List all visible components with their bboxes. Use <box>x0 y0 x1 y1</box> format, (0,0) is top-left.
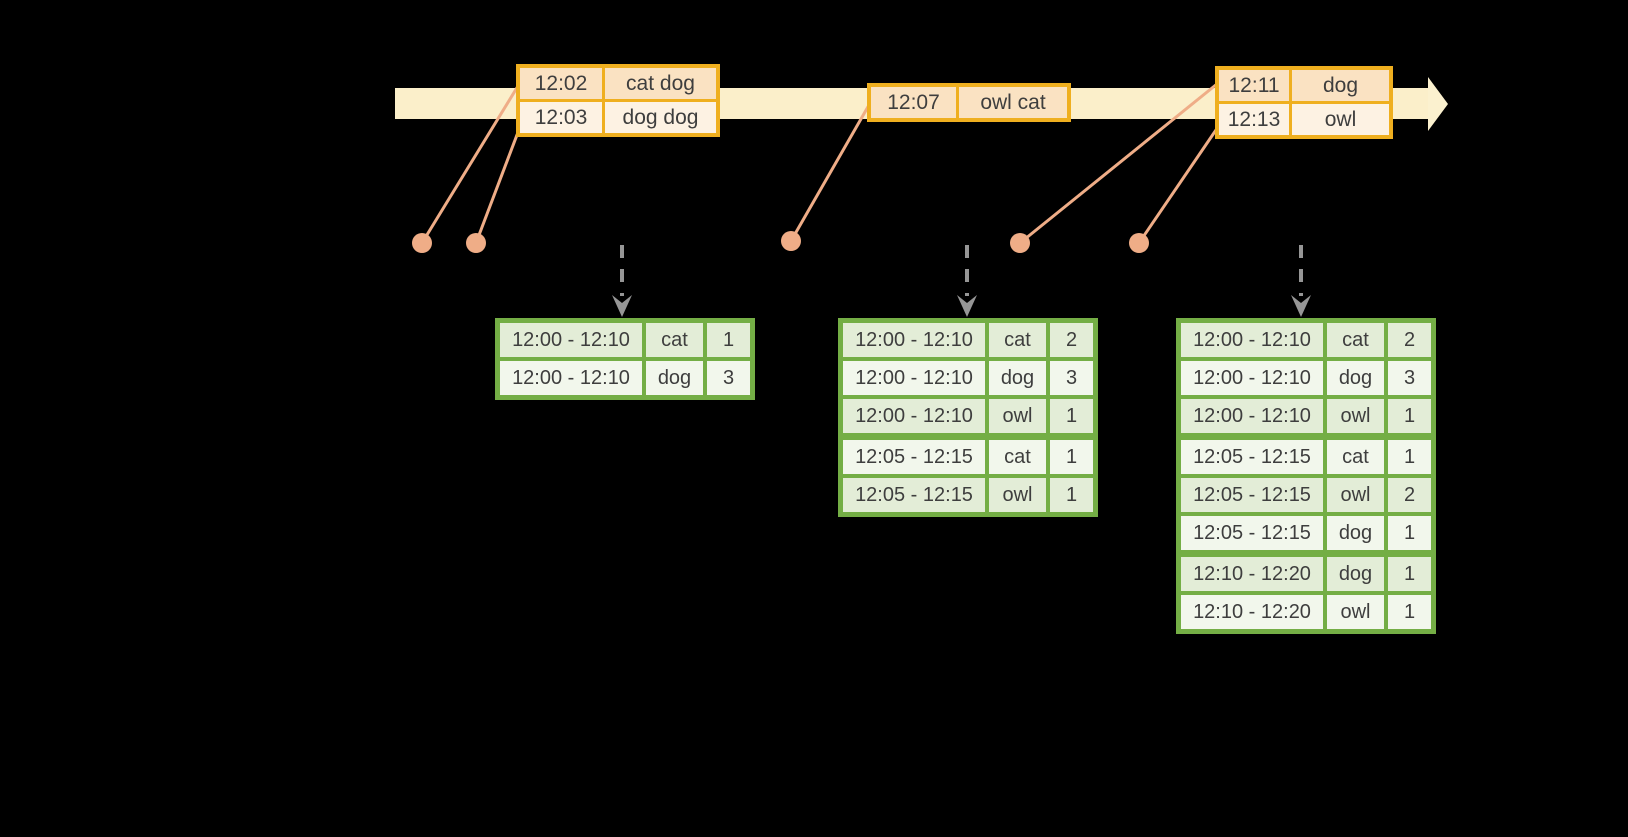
connector-lines <box>420 82 1220 245</box>
word-cell: dog <box>1327 516 1384 550</box>
count-cell: 1 <box>1050 399 1093 433</box>
count-cell: 1 <box>1388 399 1431 433</box>
event-dot-1 <box>412 233 432 253</box>
window-cell: 12:10 - 12:20 <box>1181 595 1323 629</box>
word-cell: dog <box>1327 557 1384 591</box>
event-time-cell: 12:07 <box>871 87 956 118</box>
event-dot-2 <box>466 233 486 253</box>
word-cell: dog <box>989 361 1046 395</box>
window-cell: 12:00 - 12:10 <box>500 323 642 357</box>
result-row: 12:05 - 12:15 cat 1 <box>1181 440 1431 474</box>
window-cell: 12:10 - 12:20 <box>1181 557 1323 591</box>
count-cell: 3 <box>1050 361 1093 395</box>
event-table-3: 12:11 dog 12:13 owl <box>1215 66 1393 139</box>
window-cell: 12:05 - 12:15 <box>1181 478 1323 512</box>
word-cell: owl <box>989 478 1046 512</box>
trigger-arrows <box>620 245 1303 296</box>
word-cell: cat <box>1327 323 1384 357</box>
event-table-1: 12:02 cat dog 12:03 dog dog <box>516 64 720 137</box>
result-row: 12:00 - 12:10 owl 1 <box>843 399 1093 433</box>
event-time-cell: 12:03 <box>520 102 602 133</box>
result-row: 12:00 - 12:10 cat 2 <box>1181 323 1431 357</box>
word-cell: owl <box>1327 478 1384 512</box>
window-cell: 12:05 - 12:15 <box>1181 516 1323 550</box>
count-cell: 2 <box>1388 323 1431 357</box>
count-cell: 1 <box>707 323 750 357</box>
window-cell: 12:00 - 12:10 <box>843 323 985 357</box>
event-words-cell: cat dog <box>605 68 716 99</box>
result-row: 12:10 - 12:20 owl 1 <box>1181 595 1431 629</box>
word-cell: cat <box>1327 440 1384 474</box>
result-row: 12:05 - 12:15 cat 1 <box>843 440 1093 474</box>
result-table-1: 12:00 - 12:10 cat 1 12:00 - 12:10 dog 3 <box>495 318 755 400</box>
event-words-cell: dog dog <box>605 102 716 133</box>
window-cell: 12:00 - 12:10 <box>500 361 642 395</box>
result-row: 12:05 - 12:15 owl 1 <box>843 478 1093 512</box>
trigger-arrowheads <box>612 295 1311 317</box>
result-row: 12:00 - 12:10 dog 3 <box>500 361 750 395</box>
result-row: 12:05 - 12:15 owl 2 <box>1181 478 1431 512</box>
result-row: 12:05 - 12:15 dog 1 <box>1181 516 1431 550</box>
count-cell: 1 <box>1050 478 1093 512</box>
event-row: 12:02 cat dog <box>520 68 716 99</box>
event-dots <box>412 231 1149 253</box>
word-cell: cat <box>989 323 1046 357</box>
window-cell: 12:00 - 12:10 <box>1181 361 1323 395</box>
word-cell: owl <box>989 399 1046 433</box>
connector-line-1 <box>420 85 520 244</box>
event-time-cell: 12:11 <box>1219 70 1289 101</box>
event-time-cell: 12:02 <box>520 68 602 99</box>
event-row: 12:03 dog dog <box>520 102 716 133</box>
event-dot-4 <box>1010 233 1030 253</box>
window-cell: 12:05 - 12:15 <box>843 478 985 512</box>
count-cell: 3 <box>1388 361 1431 395</box>
count-cell: 2 <box>1388 478 1431 512</box>
event-words-cell: owl <box>1292 104 1389 135</box>
timeline-arrowhead-icon <box>1428 77 1448 131</box>
window-cell: 12:00 - 12:10 <box>1181 399 1323 433</box>
count-cell: 1 <box>1050 440 1093 474</box>
connector-line-5 <box>1137 126 1220 244</box>
event-table-2: 12:07 owl cat <box>867 83 1071 122</box>
word-cell: owl <box>1327 399 1384 433</box>
event-time-cell: 12:13 <box>1219 104 1289 135</box>
connector-line-2 <box>474 126 522 244</box>
connector-line-3 <box>789 104 871 242</box>
count-cell: 2 <box>1050 323 1093 357</box>
result-row: 12:00 - 12:10 owl 1 <box>1181 399 1431 433</box>
result-table-3: 12:00 - 12:10 cat 2 12:00 - 12:10 dog 3 … <box>1176 318 1436 634</box>
event-words-cell: owl cat <box>959 87 1067 118</box>
word-cell: owl <box>1327 595 1384 629</box>
event-words-cell: dog <box>1292 70 1389 101</box>
count-cell: 3 <box>707 361 750 395</box>
trigger-arrowhead-icon-3 <box>1291 295 1311 317</box>
word-cell: dog <box>1327 361 1384 395</box>
count-cell: 1 <box>1388 557 1431 591</box>
count-cell: 1 <box>1388 440 1431 474</box>
result-row: 12:00 - 12:10 dog 3 <box>843 361 1093 395</box>
window-cell: 12:05 - 12:15 <box>1181 440 1323 474</box>
event-row: 12:07 owl cat <box>871 87 1067 118</box>
word-cell: cat <box>646 323 703 357</box>
result-row: 12:00 - 12:10 cat 2 <box>843 323 1093 357</box>
result-row: 12:00 - 12:10 dog 3 <box>1181 361 1431 395</box>
word-cell: dog <box>646 361 703 395</box>
window-cell: 12:00 - 12:10 <box>843 399 985 433</box>
event-row: 12:13 owl <box>1219 104 1389 135</box>
connector-line-4 <box>1019 82 1218 245</box>
result-row: 12:00 - 12:10 cat 1 <box>500 323 750 357</box>
window-cell: 12:00 - 12:10 <box>1181 323 1323 357</box>
event-dot-3 <box>781 231 801 251</box>
window-cell: 12:05 - 12:15 <box>843 440 985 474</box>
trigger-arrowhead-icon-2 <box>957 295 977 317</box>
trigger-arrowhead-icon-1 <box>612 295 632 317</box>
event-dot-5 <box>1129 233 1149 253</box>
count-cell: 1 <box>1388 516 1431 550</box>
count-cell: 1 <box>1388 595 1431 629</box>
window-cell: 12:00 - 12:10 <box>843 361 985 395</box>
event-row: 12:11 dog <box>1219 70 1389 101</box>
word-cell: cat <box>989 440 1046 474</box>
result-table-2: 12:00 - 12:10 cat 2 12:00 - 12:10 dog 3 … <box>838 318 1098 517</box>
result-row: 12:10 - 12:20 dog 1 <box>1181 557 1431 591</box>
